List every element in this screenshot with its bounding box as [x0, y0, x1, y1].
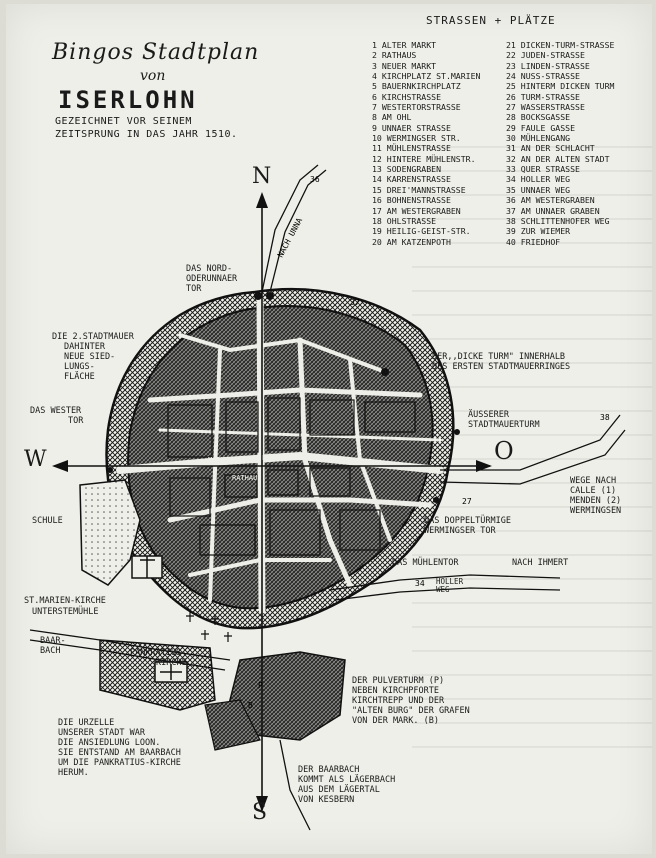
street-item: 12 HINTERE MÜHLENSTR. [372, 153, 476, 164]
city-name: ISERLOHN [58, 86, 198, 114]
street-item: 23 LINDEN-STRASSE [506, 60, 590, 71]
map-number-27: 27 [462, 497, 472, 506]
note-unterste-muehle: UNTERSTEMÜHLE [32, 607, 99, 617]
north-arrow [256, 192, 268, 208]
street-item: 13 SODENGRABEN [372, 164, 442, 175]
map-number-34: 34 [415, 579, 425, 588]
street-item: 25 HINTERM DICKEN TURM [506, 81, 615, 92]
street-item: 39 ZUR WIEMER [506, 226, 571, 237]
street-item: 37 AM UNNAER GRABEN [506, 205, 600, 216]
street-item: 8 AM OHL [372, 112, 412, 123]
title-von: von [140, 68, 166, 84]
street-item: 22 JUDEN-STRASSE [506, 50, 585, 61]
street-item: 34 HOLLER WEG [506, 174, 571, 185]
cemetery-crosses [186, 612, 232, 642]
note-baarbach: BAAR-BACH [40, 636, 66, 656]
street-item: 11 MÜHLENSTRASSE [372, 143, 451, 154]
note-muehlentor: DAS MÜHLENTOR [392, 558, 459, 568]
street-list-left: 1 ALTER MARKT 2 RATHAUS 3 NEUER MARKT 4 … [372, 40, 480, 247]
compass-axes [55, 195, 490, 810]
label-markt: MARKT [208, 456, 230, 464]
compass-south: S [252, 800, 268, 825]
south-block [204, 699, 261, 751]
map-number-37: 37 [350, 298, 360, 307]
street-item: 6 KIRCHSTRASSE [372, 91, 442, 102]
compass-west: W [24, 447, 47, 472]
west-settlement [79, 479, 141, 586]
street-item: 26 TURM-STRASSE [506, 91, 580, 102]
compass-north: N [252, 164, 272, 189]
street-item: 16 BOHNENSTRASSE [372, 195, 451, 206]
street-item: 14 KARRENSTRASSE [372, 174, 451, 185]
street-item: 10 WERMINGSER STR. [372, 133, 461, 144]
street-item: 9 UNNAER STRASSE [372, 122, 451, 133]
map-number-38: 38 [600, 413, 610, 422]
map-number-36: 36 [310, 175, 320, 184]
note-marien-kirche: ST.MARIEN-KIRCHE [24, 596, 106, 606]
church-cross-icon [140, 556, 155, 578]
street-item: 17 AM WESTERGRABEN [372, 205, 461, 216]
note-schule: SCHULE [32, 516, 63, 526]
compass-east: O [494, 437, 514, 465]
map-label-p: P [258, 681, 263, 690]
legend-title: STRASSEN + PLÄTZE [426, 14, 556, 27]
street-item: 15 DREI'MANNSTRASSE [372, 184, 466, 195]
street-list-right: 21 DICKEN-TURM-STRASSE 22 JUDEN-STRASSE … [506, 40, 614, 247]
south-arrow [256, 796, 268, 812]
street-item: 29 FAULE GASSE [506, 122, 576, 133]
street-item: 21 DICKEN-TURM-STRASSE [506, 40, 615, 50]
map-title: Bingos Stadtplan [52, 40, 260, 65]
street-item: 24 NUSS-STRASSE [506, 71, 580, 82]
label-puett-haus: PÜTT HAUS [262, 453, 300, 462]
street-item: 33 QUER STRASSE [506, 164, 580, 175]
city-blocks [167, 397, 416, 556]
street-item: 38 SCHLITTENHOFER WEG [506, 215, 610, 226]
street-item: 7 WESTERTORSTRASSE [372, 102, 461, 113]
street-item: 3 NEUER MARKT [372, 60, 437, 71]
subtitle-line-1: GEZEICHNET VOR SEINEM [55, 116, 192, 127]
street-item: 2 RATHAUS [372, 50, 417, 61]
street-item: 30 MÜHLENGANG [506, 133, 571, 144]
west-arrow [52, 460, 68, 472]
note-nach-ihmert: NACH IHMERT [512, 558, 569, 568]
street-item: 20 AM KATZENPOTH [372, 236, 451, 247]
note-pankratius: PANKRATIUS-KIRCHE [130, 648, 187, 668]
wall-towers [107, 292, 460, 503]
label-rathaus: RATHAUS [232, 474, 262, 482]
street-item: 36 AM WESTERGRABEN [506, 195, 595, 206]
street-item: 40 FRIEDHOF [506, 236, 561, 247]
street-item: 31 AN DER SCHLACHT [506, 143, 595, 154]
church-cross-icon-2 [160, 664, 182, 680]
street-item: 28 BOCKSGASSE [506, 112, 571, 123]
street-item: 19 HEILIG-GEIST-STR. [372, 226, 471, 237]
street-item: 5 BAUERNKIRCHPLATZ [372, 81, 461, 92]
street-item: 18 OHLSTRASSE [372, 215, 437, 226]
street-item: 4 KIRCHPLATZ ST.MARIEN [372, 71, 481, 82]
street-item: 27 WASSERSTRASSE [506, 102, 585, 113]
street-item: 32 AN DER ALTEN STADT [506, 153, 610, 164]
subtitle-line-2: ZEITSPRUNG IN DAS JAHR 1510. [55, 129, 238, 140]
street-item: 1 ALTER MARKT [372, 40, 437, 50]
map-label-b: B [248, 701, 253, 710]
east-arrow [476, 460, 492, 472]
street-item: 35 UNNAER WEG [506, 184, 571, 195]
